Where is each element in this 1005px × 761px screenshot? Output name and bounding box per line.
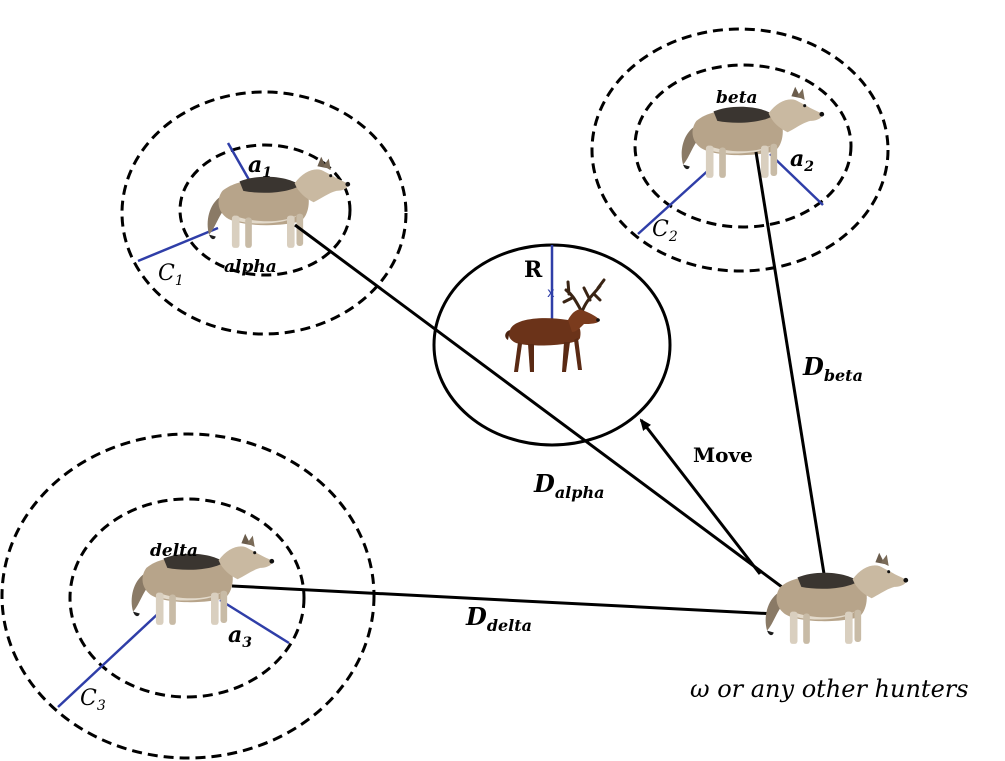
distance-label-beta: Dbeta [802, 352, 863, 385]
move-arrow [639, 418, 762, 575]
delta-group: delta a3 C3 [0, 432, 376, 760]
alpha-a-label: a1 [248, 152, 272, 181]
beta-a-label: a2 [790, 146, 814, 175]
alpha-name-label: alpha [224, 257, 277, 277]
delta-a-vector [219, 598, 290, 645]
alpha-group: a1 C1 alpha [120, 90, 408, 336]
alpha-wolf-icon [207, 156, 351, 248]
delta-name-label: delta [150, 541, 198, 561]
beta-outer-ring [590, 27, 890, 273]
distance-line-beta [754, 151, 827, 581]
delta-inner-ring [68, 497, 306, 699]
distance-line-delta [231, 584, 777, 616]
delta-outer-ring [0, 432, 376, 760]
omega-wolf-icon [765, 552, 909, 644]
alpha-c-vector [137, 226, 219, 263]
delta-a-label: a3 [228, 622, 252, 651]
prey-radius-label: R [524, 257, 543, 283]
beta-inner-ring [633, 63, 853, 229]
move-label: Move [693, 443, 753, 467]
beta-c-label: C2 [652, 217, 678, 245]
beta-name-label: beta [716, 88, 758, 108]
omega-group: ω or any other hunters [690, 552, 969, 703]
distance-label-alpha: Dalpha [533, 469, 604, 502]
prey-center-marker: x [547, 286, 555, 301]
hunter-label: ω or any other hunters [690, 675, 969, 703]
alpha-c-label: C1 [158, 261, 184, 289]
beta-a-vector [769, 153, 824, 206]
distance-line-alpha [294, 223, 791, 595]
beta-c-vector [637, 166, 713, 235]
distance-label-delta: Ddelta [465, 602, 532, 635]
delta-c-vector [57, 609, 163, 708]
alpha-outer-ring [120, 90, 408, 336]
alpha-inner-ring [178, 143, 352, 277]
alpha-a-vector [226, 142, 254, 186]
delta-c-label: C3 [80, 686, 106, 714]
prey-group: R x [432, 243, 672, 447]
beta-group: beta a2 C2 [590, 27, 890, 273]
